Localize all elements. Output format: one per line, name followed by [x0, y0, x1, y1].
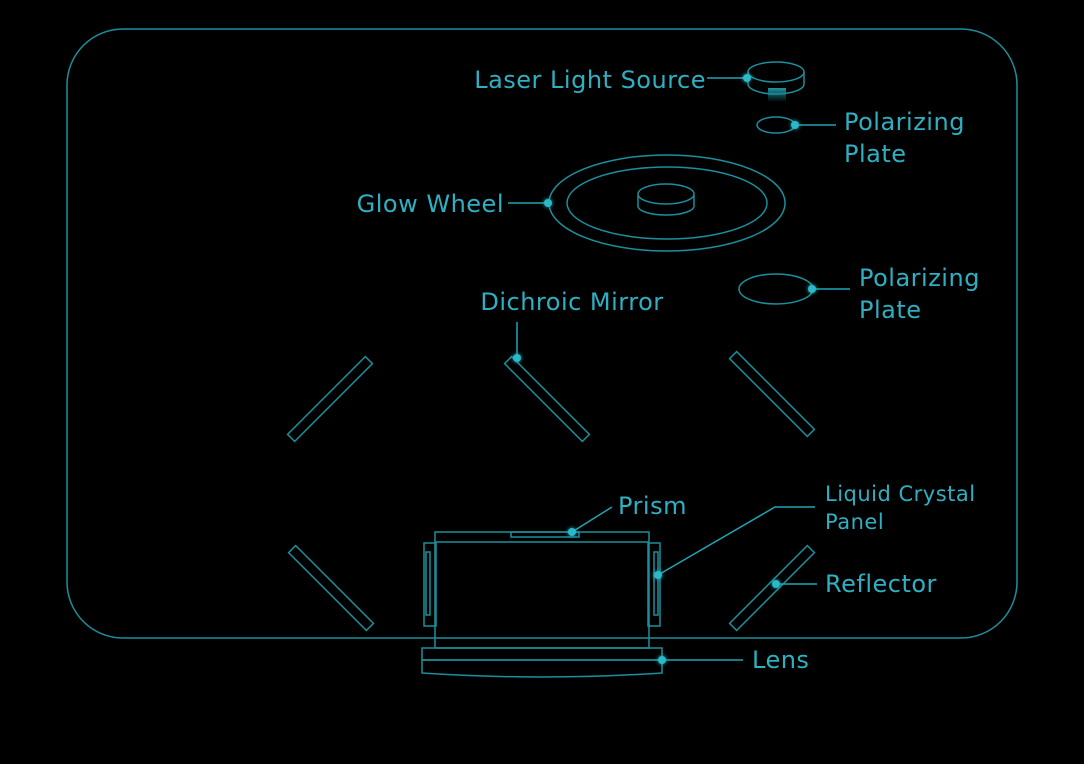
lens-label: Lens [752, 646, 809, 674]
dichroic-mirror-label: Dichroic Mirror [480, 288, 663, 316]
mirror-top-right [728, 350, 816, 438]
prism-marker [568, 528, 576, 536]
mirror-top-left [286, 355, 374, 443]
mirror-bottom-left [287, 544, 375, 632]
prism [434, 531, 650, 649]
prism-label: Prism [618, 492, 687, 520]
polarizing-plate-2 [738, 273, 814, 305]
liquid-crystal-panel [423, 542, 661, 627]
polarizing-plate-2-marker [808, 285, 816, 293]
lens-marker [658, 656, 666, 664]
laser-light-source-marker [743, 74, 751, 82]
lens [421, 647, 663, 678]
reflector-marker [772, 580, 780, 588]
polarizing-plate-1 [756, 116, 796, 134]
polarizing-plate-2-label-line1: Polarizing [859, 264, 980, 292]
dichroic-mirror [503, 355, 591, 443]
glow-wheel-label: Glow Wheel [357, 190, 504, 218]
liquid-crystal-panel-marker [654, 571, 662, 579]
glow-wheel [548, 154, 786, 252]
reflector-label: Reflector [825, 570, 937, 598]
polarizing-plate-2-label-line2: Plate [859, 296, 922, 324]
liquid-crystal-panel-label-line2: Panel [825, 510, 884, 534]
polarizing-plate-1-label-line1: Polarizing [844, 108, 965, 136]
polarizing-plate-1-label-line2: Plate [844, 140, 907, 168]
dichroic-mirror-marker [513, 354, 521, 362]
polarizing-plate-1-marker [791, 121, 799, 129]
reflector [728, 544, 816, 632]
laser-light-source-label: Laser Light Source [474, 66, 706, 94]
liquid-crystal-panel-label-line1: Liquid Crystal [825, 482, 976, 506]
laser-light-source [747, 61, 805, 102]
glow-wheel-marker [544, 199, 552, 207]
projector-housing [66, 28, 1018, 639]
